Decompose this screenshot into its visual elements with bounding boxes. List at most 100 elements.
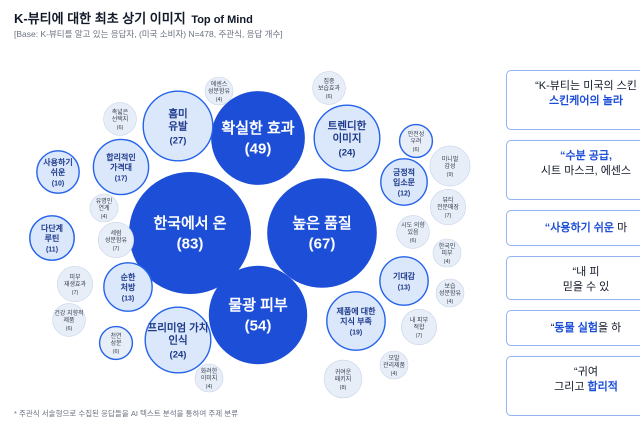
bubble-circle	[312, 71, 346, 105]
quote-text: 시트 마스크, 에센스	[540, 165, 632, 177]
bubble-label: 촉넓은	[112, 108, 129, 116]
quote-text: “사용하기 쉬운	[544, 222, 618, 234]
quote-card: “수분 공급, 시트 마스크, 에센스	[506, 140, 640, 200]
quote-card: “동물 실험을 하	[506, 310, 640, 346]
bubble-value: (8)	[340, 385, 347, 391]
bubble-label: 입소문	[393, 177, 416, 187]
bubble-value: (6)	[117, 125, 124, 131]
bubble-label: 뷰티	[442, 196, 453, 204]
bubble-value: (27)	[170, 136, 187, 147]
bubble-circle	[194, 363, 224, 393]
bubble-circle	[396, 215, 430, 249]
bubble-label: 건강 지향적	[54, 309, 83, 317]
bubble-circle	[267, 178, 377, 288]
bubble-label: 순한	[121, 272, 136, 282]
bubble-circle	[429, 188, 467, 226]
bubble-label: 화려한	[201, 367, 218, 375]
bubble-label: 패키지	[335, 375, 352, 383]
bubble-label: 관리제품	[383, 361, 406, 369]
bubble-label: 에센스	[211, 80, 228, 88]
bubble-circle	[36, 150, 80, 194]
bubble-value: (83)	[177, 235, 204, 252]
bubble-label: 흠미	[168, 107, 187, 120]
bubble-label: 성분함유	[439, 289, 462, 297]
bubble-value: (67)	[309, 235, 336, 252]
bubble-label: 시도 의향	[401, 221, 425, 229]
bubble-value: (4)	[444, 259, 451, 265]
bubble-circle	[208, 265, 308, 365]
quote-text: 믿을 수 있	[562, 281, 610, 293]
quote-line: 믿을 수 있	[507, 280, 640, 295]
bubble-value: (12)	[398, 190, 410, 197]
bubble-label: 사용하기	[43, 157, 72, 167]
bubble-value: (7)	[72, 290, 79, 296]
footnote: * 주관식 서술형으로 수집된 응답들을 AI 텍스트 분석을 통하여 주제 분…	[14, 409, 239, 418]
quote-line: 스킨케어의 놀라	[507, 94, 640, 109]
bubble-circle	[29, 215, 75, 261]
bubble: 기대감(13)	[379, 256, 429, 306]
bubble-label: 쉬운	[51, 167, 66, 177]
bubble-label: 높은 품질	[292, 214, 351, 232]
bubble-circle	[429, 145, 471, 187]
bubble-value: (4)	[206, 384, 213, 390]
chart-title: K-뷰티에 대한 최초 상기 이미지 Top of Mind	[14, 8, 253, 27]
bubble-value: (19)	[350, 329, 362, 336]
bubble-label: 천연	[110, 332, 121, 340]
bubble-label: 연계	[98, 204, 109, 212]
bubble-value: (9)	[447, 172, 454, 178]
bubble-circle	[98, 325, 134, 361]
bubble-value: (4)	[391, 371, 398, 377]
bubble-label: 기대감	[393, 271, 416, 281]
bubble-circle	[97, 221, 135, 259]
bubble-value: (24)	[170, 350, 187, 361]
bubble-circle	[142, 90, 214, 162]
quote-line: “동물 실험을 하	[507, 321, 640, 336]
quote-line: “K-뷰티는 미국의 스킨	[507, 79, 640, 94]
quote-card: “사용하기 쉬운 마	[506, 210, 640, 246]
bubble-value: (7)	[445, 213, 452, 219]
bubble-label: 프리미엄 가치	[148, 321, 209, 334]
quote-text: 스킨케어의 놀라	[549, 95, 623, 107]
bubble-value: (6)	[113, 349, 120, 355]
quote-text: “내 피	[572, 266, 600, 278]
bubble-circle	[89, 193, 119, 223]
bubble-circle	[204, 76, 234, 106]
bubble-label: 있음	[407, 228, 419, 236]
bubble-label: 세럼	[110, 229, 121, 237]
bubble-circle	[52, 303, 86, 337]
bubble-label: 선택지	[112, 115, 129, 123]
bubble-label: 가격대	[110, 162, 132, 172]
quote-text: 그리고	[554, 381, 588, 393]
title-english: Top of Mind	[191, 14, 253, 26]
bubble-label: 한국에서 온	[153, 215, 226, 232]
bubble-label: 루틴	[45, 233, 60, 243]
bubble-circle	[56, 265, 94, 303]
bubble-value: (13)	[122, 295, 134, 302]
bubble-label: 긍정적	[393, 167, 415, 177]
bubble-value: (6)	[66, 326, 73, 332]
